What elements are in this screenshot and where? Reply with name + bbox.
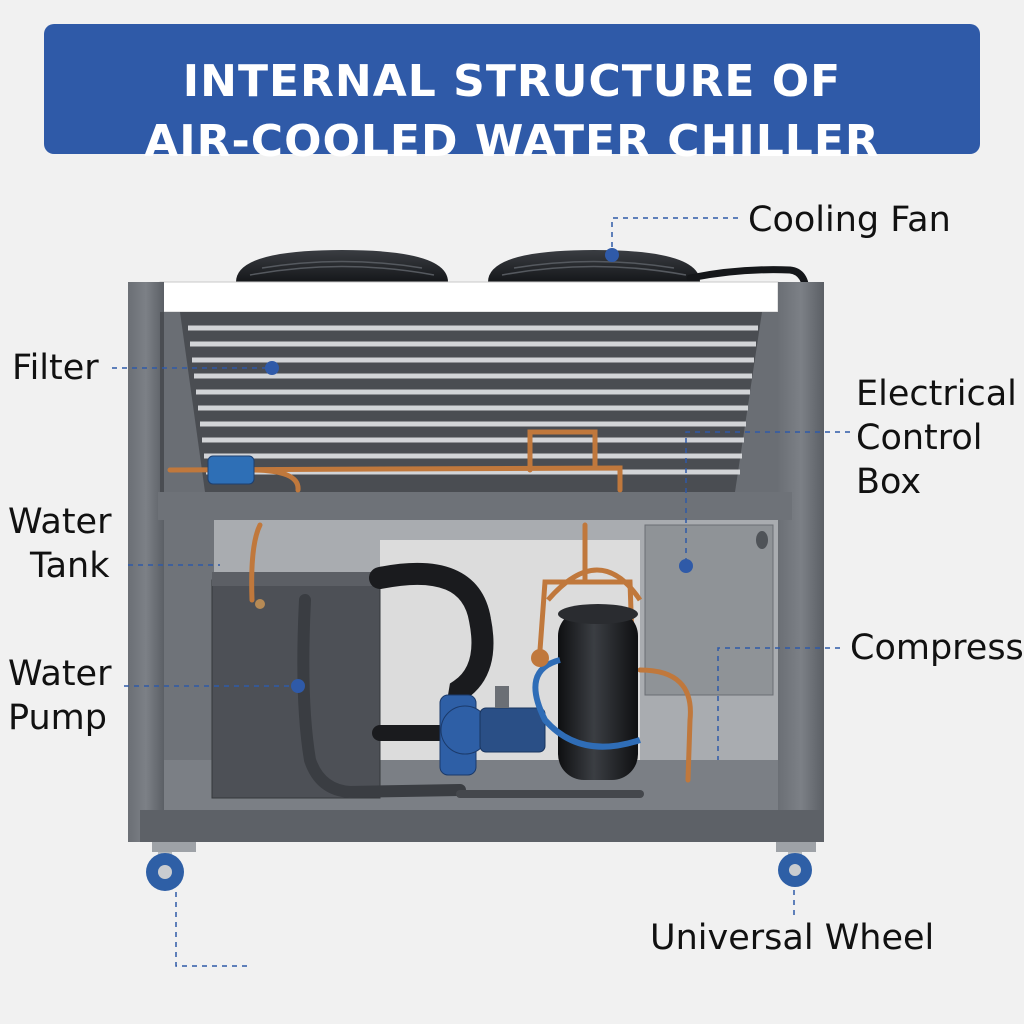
hoses bbox=[297, 562, 644, 799]
title-banner: INTERNAL STRUCTURE OF AIR-COOLED WATER C… bbox=[44, 24, 980, 167]
top-panel bbox=[159, 281, 779, 313]
leader-lines bbox=[112, 217, 850, 967]
label-water-tank: Water Tank bbox=[8, 500, 111, 588]
label-electrical-control-box: Electrical Control Box bbox=[856, 372, 1017, 504]
universal-wheels bbox=[146, 842, 816, 891]
upper-valve bbox=[207, 455, 255, 485]
label-filter-text: Filter bbox=[12, 348, 99, 388]
label-filter: Filter bbox=[12, 346, 99, 390]
copper-pipes-upper bbox=[167, 429, 623, 493]
label-universal-wheel-text: Universal Wheel bbox=[650, 918, 935, 958]
label-water-pump-line-2: Pump bbox=[8, 698, 107, 738]
compressor bbox=[531, 567, 643, 780]
label-cooling-fan: Cooling Fan bbox=[748, 198, 951, 242]
label-water-pump: Water Pump bbox=[8, 652, 111, 740]
label-electrical-line-1: Electrical bbox=[856, 374, 1017, 414]
label-electrical-line-2: Control bbox=[856, 418, 983, 458]
leader-dots bbox=[265, 248, 693, 693]
label-water-tank-line-2: Tank bbox=[30, 546, 110, 586]
label-compressor-text: Compressor bbox=[850, 628, 1024, 668]
label-electrical-line-3: Box bbox=[856, 462, 922, 502]
label-compressor: Compressor bbox=[850, 626, 1024, 670]
title-line-1: INTERNAL STRUCTURE OF bbox=[182, 56, 842, 107]
label-water-pump-line-1: Water bbox=[8, 654, 112, 694]
label-water-tank-line-1: Water bbox=[8, 502, 112, 542]
condenser-filter bbox=[188, 325, 758, 475]
cooling-fans bbox=[236, 250, 700, 282]
electrical-control-box bbox=[644, 524, 774, 696]
water-pump bbox=[439, 686, 546, 776]
label-cooling-fan-text: Cooling Fan bbox=[748, 200, 951, 240]
label-universal-wheel: Universal Wheel bbox=[650, 916, 934, 960]
title-line-2: AIR-COOLED WATER CHILLER bbox=[144, 116, 880, 167]
